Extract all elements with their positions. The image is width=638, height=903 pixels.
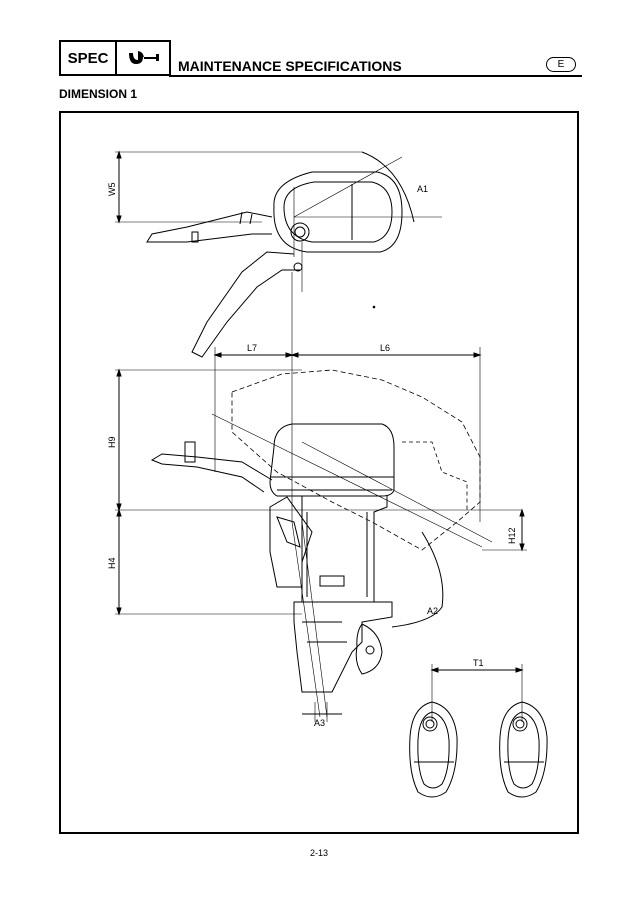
- label-w5: W5: [107, 183, 117, 197]
- outboard-motor-dimension-drawing: W5 A1 L7 L6 H9 H4 H12 A2 A3 T1: [107, 150, 548, 798]
- label-t1: T1: [473, 658, 484, 668]
- page-number: 2-13: [309, 848, 328, 858]
- wrench-tool-icon: [129, 51, 159, 64]
- spec-label-box: SPEC: [59, 40, 117, 76]
- label-l7: L7: [247, 343, 257, 353]
- icon-box: [115, 40, 171, 76]
- label-h12: H12: [507, 527, 517, 544]
- section-title: DIMENSION 1: [59, 87, 138, 101]
- label-h4: H4: [107, 557, 117, 569]
- label-a1: A1: [417, 184, 428, 194]
- label-h9: H9: [107, 436, 117, 448]
- spec-label: SPEC: [67, 49, 109, 67]
- language-badge: E: [546, 57, 576, 72]
- page-title: MAINTENANCE SPECIFICATIONS: [178, 58, 402, 74]
- label-a3: A3: [314, 718, 325, 728]
- header-rule: [169, 75, 582, 77]
- dimension-figure: W5 A1 L7 L6 H9 H4 H12 A2 A3 T1: [59, 111, 579, 834]
- label-a2: A2: [427, 606, 438, 616]
- label-l6: L6: [380, 343, 390, 353]
